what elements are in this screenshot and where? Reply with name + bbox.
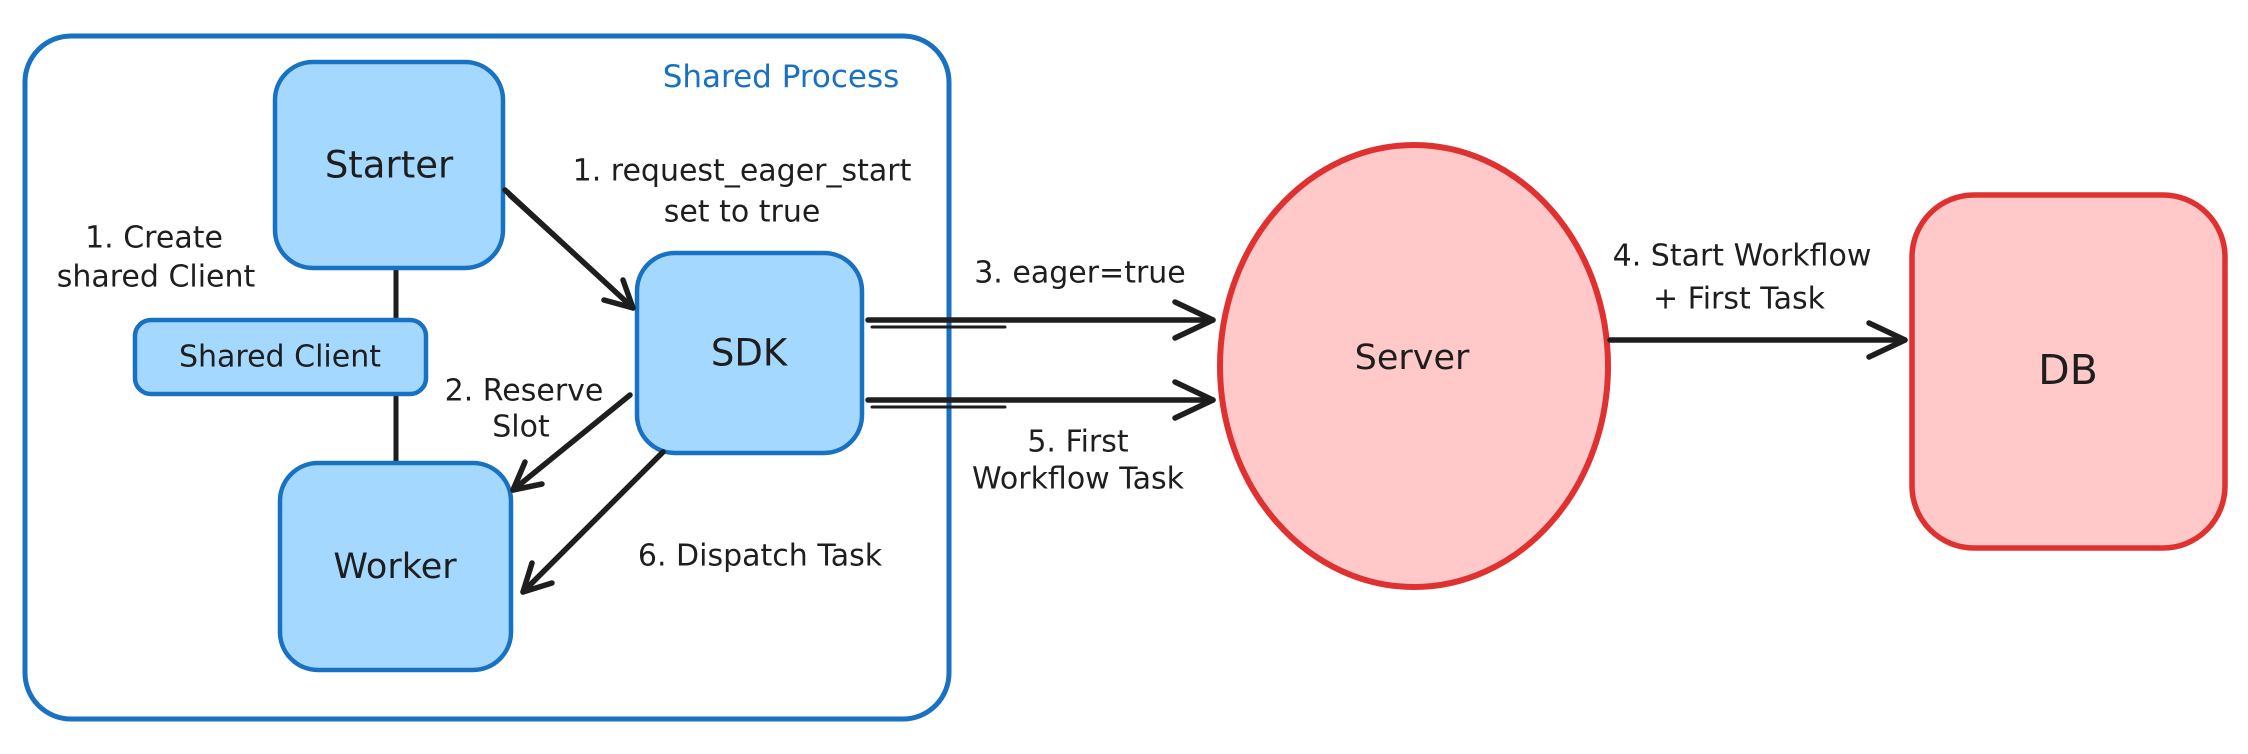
shared-process-container: Shared Process — [22, 33, 952, 722]
worker-label: Worker — [333, 547, 457, 587]
sdk-label: SDK — [711, 332, 789, 375]
arrowhead — [510, 459, 545, 493]
server-label: Server — [1355, 338, 1470, 378]
annotation-line: 2. Reserve — [445, 374, 604, 409]
node-sdk: SDK — [634, 250, 865, 456]
arrowhead — [1866, 320, 1908, 360]
annotation-first-workflow-task: 5. First Workflow Task — [972, 425, 1185, 497]
annotation-start-workflow: 4. Start Workflow + First Task — [1613, 239, 1872, 317]
annotation-reserve-slot: 2. Reserve Slot — [445, 374, 604, 445]
sdk-box — [634, 250, 865, 456]
worker-box — [277, 460, 514, 673]
sketch-overdraw — [507, 194, 565, 247]
annotation-eager-true: 3. eager=true — [974, 256, 1186, 291]
arrow-starter-to-sdk — [502, 187, 636, 311]
node-server: Server — [1217, 142, 1611, 590]
annotation-line: 1. request_eager_start — [573, 154, 912, 189]
shared-process-box — [22, 33, 952, 722]
arrow-sdk-to-server-eager — [865, 299, 1216, 341]
arrow-sdk-to-server-first-task — [865, 379, 1216, 421]
shared-process-label: Shared Process — [663, 59, 900, 95]
arrowhead — [1172, 299, 1216, 341]
db-box — [1909, 192, 2228, 551]
annotation-dispatch-task: 6. Dispatch Task — [638, 539, 883, 574]
shared-client-label: Shared Client — [179, 340, 381, 375]
arrow-sdk-to-worker-reserve — [510, 392, 633, 493]
annotation-request-eager-start: 1. request_eager_start set to true — [573, 154, 912, 230]
node-db: DB — [1909, 192, 2228, 551]
node-worker: Worker — [277, 460, 514, 673]
arrowhead — [601, 277, 636, 311]
annotation-line: 4. Start Workflow — [1613, 239, 1872, 274]
node-shared-client: Shared Client — [132, 317, 429, 397]
arrowhead — [520, 560, 555, 595]
shared-client-box — [132, 317, 429, 397]
arrow-server-to-db — [1607, 320, 1908, 360]
starter-box — [272, 59, 506, 271]
node-starter: Starter — [272, 59, 506, 271]
annotation-create-shared-client: 1. Create shared Client — [57, 221, 256, 295]
annotation-line: Slot — [492, 410, 550, 445]
arrowhead — [1172, 379, 1216, 421]
annotation-line: set to true — [664, 195, 821, 230]
annotation-line: 5. First — [1027, 425, 1129, 460]
annotation-line: Workflow Task — [972, 462, 1185, 497]
starter-label: Starter — [325, 144, 454, 187]
annotation-line: 1. Create — [85, 221, 223, 256]
server-ellipse — [1217, 142, 1611, 590]
annotation-line: + First Task — [1653, 282, 1826, 317]
annotation-line: shared Client — [57, 260, 256, 295]
db-label: DB — [2038, 346, 2098, 394]
arrow-sdk-dispatch-task — [520, 449, 666, 595]
